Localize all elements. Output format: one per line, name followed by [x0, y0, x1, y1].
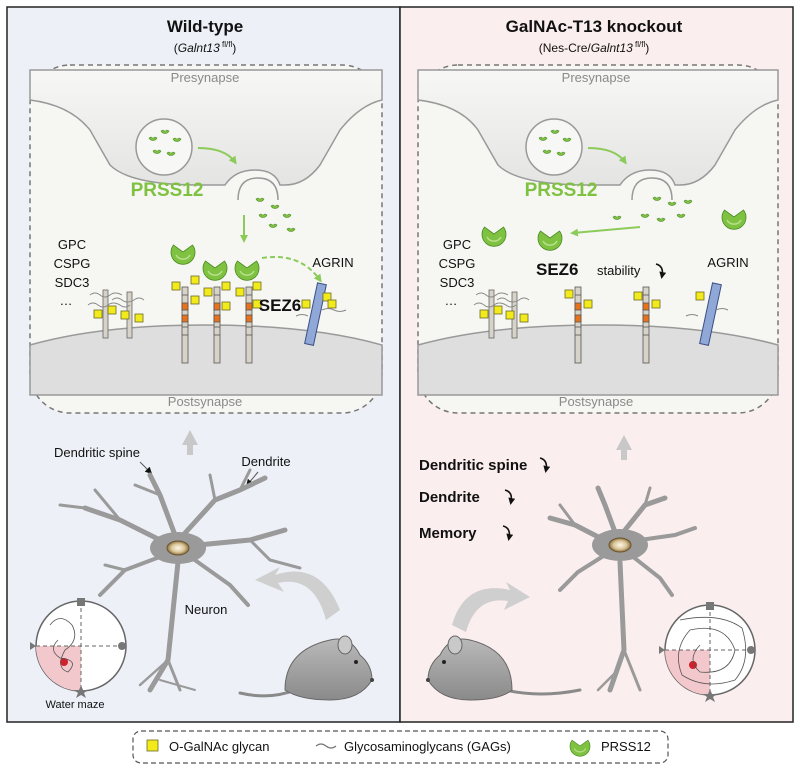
right-water-maze [659, 602, 756, 702]
legend-glycan-swatch [146, 739, 159, 752]
left-title: Wild-type [167, 17, 243, 36]
legend-gag-swatch [315, 743, 337, 749]
left-prss12-label: PRSS12 [131, 180, 204, 201]
left-agrin-label: AGRIN [312, 255, 353, 270]
left-panel: Wild-type (Galnt13 fl/fl) Presynapse PRS… [6, 6, 401, 723]
right-up-arrow [616, 435, 632, 460]
left-postsynapse-label: Postsynapse [168, 394, 242, 409]
right-release-arrow [587, 147, 627, 165]
left-gag-sdc3: SDC3 [55, 275, 90, 290]
right-gag-sdc3: SDC3 [440, 275, 475, 290]
left-subtitle-gene: Galnt13 [178, 41, 220, 55]
left-gag-gpc: GPC [58, 237, 86, 252]
right-postsynapse [417, 324, 779, 396]
right-proteoglycans [473, 289, 530, 339]
left-sez6-label: SEZ6 [259, 296, 302, 315]
left-water-maze-label: Water maze [46, 699, 105, 711]
left-agrin-arrow [261, 256, 322, 283]
left-presynapse-terminal [29, 69, 383, 186]
right-gag-gpc: GPC [443, 237, 471, 252]
left-presynapse-label: Presynapse [171, 70, 240, 85]
left-dendrite-pointer [246, 471, 259, 487]
right-release-pocket [631, 177, 673, 201]
right-subtitle: (Nes-Cre/Galnt13 fl/fl) [539, 40, 650, 55]
left-subtitle-sup: fl/fl [220, 40, 233, 49]
left-neuron [58, 468, 302, 693]
left-vesicle [135, 118, 193, 176]
left-mouse [238, 635, 374, 701]
right-effect-spine-arrow [539, 457, 551, 473]
right-effect-memory: Memory [419, 525, 477, 542]
right-title: GalNAc-T13 knockout [506, 17, 683, 36]
right-effect-memory-arrow [502, 525, 514, 541]
right-effect-spine: Dendritic spine [419, 457, 527, 474]
left-postsynapse [29, 324, 383, 396]
left-dendritic-spine-label: Dendritic spine [54, 445, 140, 460]
right-diffuse-arrow [570, 226, 641, 237]
left-water-maze: Water maze [30, 598, 127, 711]
left-neuron-label: Neuron [185, 602, 228, 617]
right-mouse [426, 635, 582, 701]
right-presynapse-label: Presynapse [562, 70, 631, 85]
right-vesicle [525, 118, 583, 176]
right-gag-cspg: CSPG [439, 256, 476, 271]
right-panel: GalNAc-T13 knockout (Nes-Cre/Galnt13 fl/… [399, 6, 794, 723]
legend-prss12-label: PRSS12 [601, 739, 651, 754]
right-presynapse-terminal [417, 69, 779, 186]
right-agrin [685, 282, 729, 346]
left-gag-more: … [60, 293, 73, 308]
right-mouse-arrow [452, 582, 530, 632]
left-nucleus [166, 540, 190, 556]
right-effect-dendrite: Dendrite [419, 489, 480, 506]
legend-box [132, 730, 669, 764]
left-release-arrow [197, 147, 237, 165]
left-release-pocket [237, 177, 279, 201]
right-subtitle-sup: fl/fl [633, 40, 646, 49]
right-postsynapse-label: Postsynapse [559, 394, 633, 409]
legend-gag-label: Glycosaminoglycans (GAGs) [344, 739, 511, 754]
left-mouse-arrow [255, 567, 340, 620]
right-stability-label: stability [597, 263, 641, 278]
legend: O-GalNAc glycan Glycosaminoglycans (GAGs… [132, 730, 669, 764]
left-agrin [295, 282, 347, 346]
left-spine-pointer [139, 461, 153, 475]
left-up-arrow [182, 430, 198, 455]
left-dendrite-label: Dendrite [241, 454, 290, 469]
right-gag-more: … [445, 293, 458, 308]
right-stability-arrow [655, 263, 667, 279]
left-gag-cspg: CSPG [54, 256, 91, 271]
right-neuron [547, 485, 697, 693]
right-sez6-label: SEZ6 [536, 260, 579, 279]
right-subtitle-gene: Galnt13 [591, 41, 633, 55]
legend-glycan-label: O-GalNAc glycan [169, 739, 269, 754]
right-effect-dendrite-arrow [504, 489, 516, 505]
right-agrin-label: AGRIN [707, 255, 748, 270]
right-subtitle-prefix: Nes-Cre/ [543, 41, 592, 55]
right-nucleus [608, 537, 632, 553]
left-proteoglycans [87, 289, 145, 339]
right-prss12-label: PRSS12 [525, 180, 598, 201]
